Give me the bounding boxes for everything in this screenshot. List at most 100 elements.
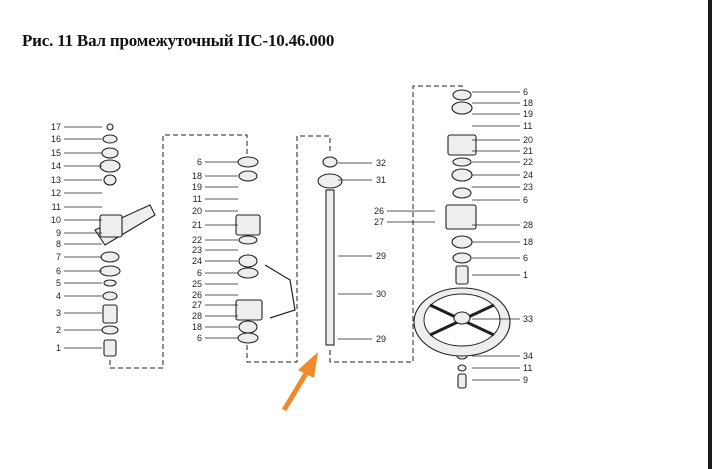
bolt-part bbox=[457, 373, 467, 389]
left-part-label: 15 bbox=[51, 148, 61, 158]
bushing-part bbox=[322, 156, 338, 168]
left-part-label: 2 bbox=[56, 325, 61, 335]
part-ring bbox=[102, 134, 118, 144]
bushing-part bbox=[103, 339, 117, 357]
part-ring bbox=[102, 291, 118, 301]
spring-part bbox=[102, 304, 118, 324]
right-part-label: 23 bbox=[523, 182, 533, 192]
left-part-label: 3 bbox=[56, 308, 61, 318]
left-part-label: 16 bbox=[51, 134, 61, 144]
left-part-label: 13 bbox=[51, 175, 61, 185]
middle-part-label: 21 bbox=[192, 220, 202, 230]
callout-labels: 1716151413121110987654321618191120212223… bbox=[51, 87, 533, 385]
assembly-connector-lines bbox=[109, 85, 463, 369]
part-ring bbox=[106, 123, 114, 131]
middle-part-label: 6 bbox=[197, 268, 202, 278]
part-ring bbox=[103, 174, 117, 186]
left-part-label: 9 bbox=[56, 228, 61, 238]
middle-part-label: 24 bbox=[192, 256, 202, 266]
left-part-label: 11 bbox=[52, 202, 61, 212]
part-ring bbox=[101, 147, 119, 159]
part-ring bbox=[451, 168, 473, 182]
right-part-label: 6 bbox=[523, 87, 528, 97]
right-part-label: 9 bbox=[523, 375, 528, 385]
part-ring bbox=[451, 101, 473, 115]
middle-part-label: 6 bbox=[197, 333, 202, 343]
left-part-label: 4 bbox=[56, 291, 61, 301]
part-ring bbox=[457, 364, 467, 372]
middle-part-label: 27 bbox=[192, 300, 202, 310]
part-ring bbox=[452, 89, 472, 101]
part-ring bbox=[451, 235, 473, 249]
pulley-hub bbox=[453, 311, 471, 325]
parts-drawings bbox=[94, 89, 511, 389]
right-part-label: 22 bbox=[523, 157, 533, 167]
right-part-label: 19 bbox=[523, 109, 533, 119]
part-ring bbox=[452, 252, 472, 264]
left-part-label: 17 bbox=[51, 122, 61, 132]
left-part-label: 8 bbox=[56, 239, 61, 249]
middle-part-label: 11 bbox=[193, 194, 202, 204]
left-part-label: 6 bbox=[56, 266, 61, 276]
right-part-label: 34 bbox=[523, 351, 533, 361]
part-ring bbox=[100, 251, 120, 263]
shaft-part-label: 32 bbox=[376, 158, 386, 168]
middle-part-label: 23 bbox=[192, 245, 202, 255]
window-edge bbox=[708, 0, 712, 469]
part-ring bbox=[101, 325, 119, 335]
part-ring bbox=[99, 159, 121, 173]
left-part-label: 12 bbox=[51, 188, 61, 198]
middle-part-label: 28 bbox=[192, 311, 202, 321]
right-part-label: 11 bbox=[523, 363, 532, 373]
orange-arrow-icon bbox=[281, 352, 318, 412]
connector-part-label: 26 bbox=[374, 206, 384, 216]
middle-part-label: 22 bbox=[192, 235, 202, 245]
right-part-label: 20 bbox=[523, 135, 533, 145]
left-part-label: 14 bbox=[51, 161, 61, 171]
connector-shaft-to-right bbox=[329, 85, 463, 363]
left-part-label: 10 bbox=[51, 215, 61, 225]
middle-part-label: 25 bbox=[192, 279, 202, 289]
right-part-label: 21 bbox=[523, 146, 533, 156]
right-part-label: 28 bbox=[523, 220, 533, 230]
middle-part-label: 18 bbox=[192, 171, 202, 181]
flange-housing-part bbox=[235, 299, 263, 321]
part-ring bbox=[452, 157, 472, 167]
figure-title: Рис. 11 Вал промежуточный ПС-10.46.000 bbox=[22, 31, 335, 50]
connector-middle-to-shaft bbox=[246, 135, 331, 363]
flange-housing-part bbox=[447, 134, 477, 156]
part-ring bbox=[238, 320, 258, 334]
bracket-part bbox=[264, 264, 296, 319]
part-ring bbox=[238, 254, 258, 268]
bushing-part bbox=[455, 265, 469, 285]
middle-part-label: 26 bbox=[192, 290, 202, 300]
left-part-label: 5 bbox=[56, 278, 61, 288]
sprocket-part bbox=[317, 173, 343, 189]
connector-part-label: 27 bbox=[374, 217, 384, 227]
right-part-label: 18 bbox=[523, 237, 533, 247]
right-part-label: 24 bbox=[523, 170, 533, 180]
shaft-part-label: 29 bbox=[376, 251, 386, 261]
right-part-label: 18 bbox=[523, 98, 533, 108]
right-part-label: 1 bbox=[523, 270, 528, 280]
part-ring bbox=[237, 156, 259, 168]
shaft-part-label: 30 bbox=[376, 289, 386, 299]
right-part-label: 6 bbox=[523, 195, 528, 205]
part-ring bbox=[237, 267, 259, 279]
part-ring bbox=[452, 187, 472, 199]
part-ring bbox=[99, 265, 121, 277]
shaft-part-label: 29 bbox=[376, 334, 386, 344]
part-ring bbox=[237, 332, 259, 344]
left-part-label: 1 bbox=[56, 343, 61, 353]
flange-housing-part bbox=[445, 204, 477, 230]
left-part-label: 7 bbox=[56, 252, 61, 262]
middle-part-label: 18 bbox=[192, 322, 202, 332]
right-part-label: 11 bbox=[523, 121, 532, 131]
bearing-housing-part bbox=[99, 214, 123, 238]
right-part-label: 33 bbox=[523, 314, 533, 324]
middle-part-label: 6 bbox=[197, 157, 202, 167]
flange-housing-part bbox=[235, 214, 261, 236]
shaft-part bbox=[325, 189, 335, 346]
connector-left-to-middle bbox=[109, 134, 248, 369]
